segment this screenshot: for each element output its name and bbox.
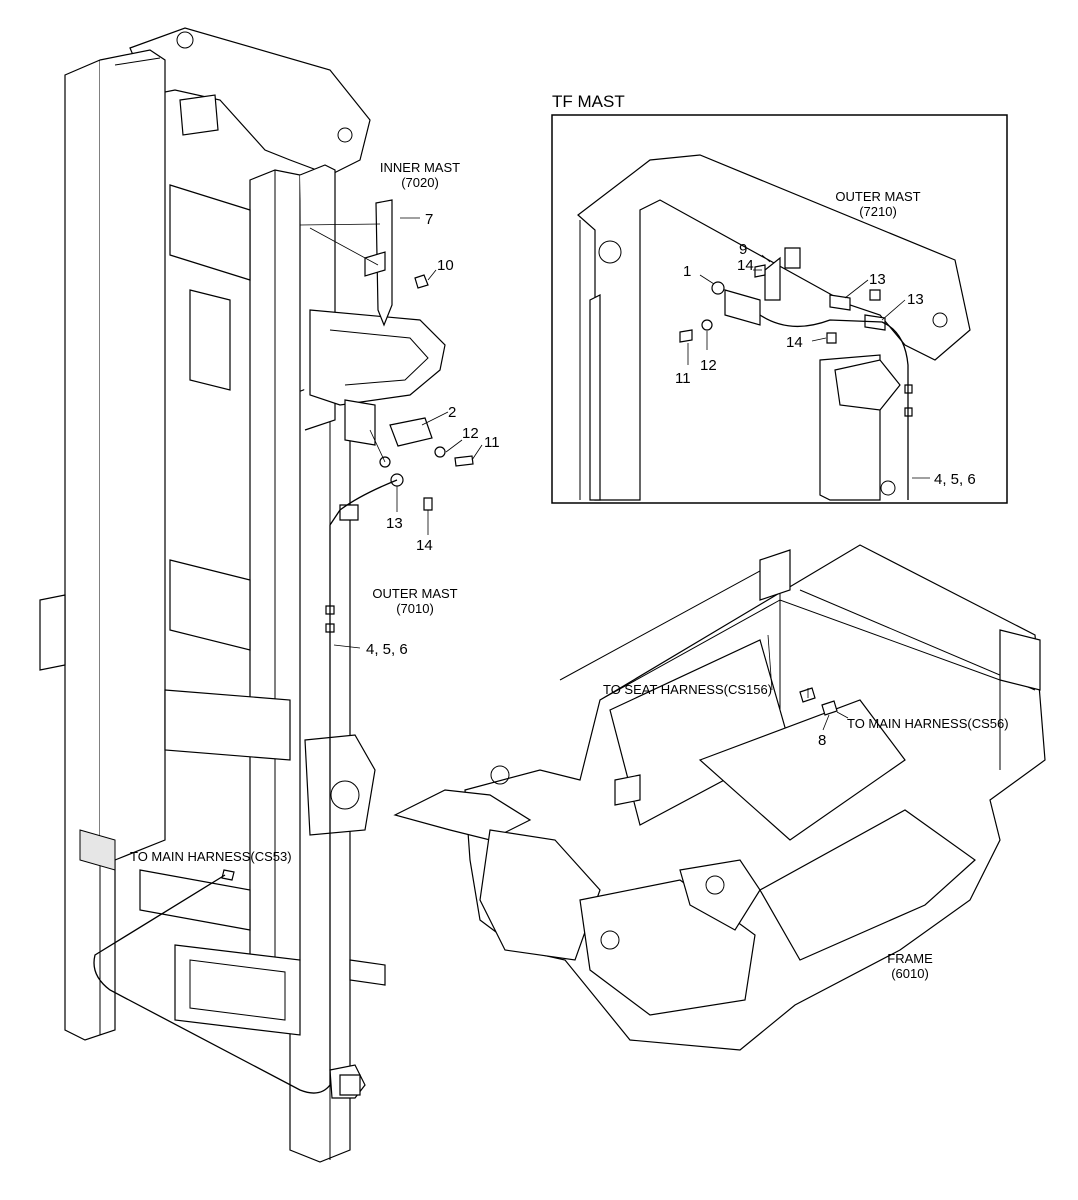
inset-callout-4-5-6: 4, 5, 6 bbox=[934, 471, 976, 488]
callout-12: 12 bbox=[462, 425, 479, 442]
to-main-harness-cs53-label: TO MAIN HARNESS(CS53) bbox=[130, 849, 292, 864]
callout-13: 13 bbox=[386, 515, 403, 532]
frame-label: FRAME bbox=[887, 951, 933, 966]
inset-callout-13a: 13 bbox=[869, 271, 886, 288]
inset-callout-1: 1 bbox=[683, 263, 691, 280]
inset-callout-11: 11 bbox=[675, 370, 691, 387]
outer-mast-label: OUTER MAST bbox=[372, 586, 457, 601]
callout-10: 10 bbox=[437, 257, 454, 274]
part-11-screw bbox=[454, 455, 474, 467]
frame-assembly bbox=[393, 544, 1046, 1051]
inset-outer-mast-label: OUTER MAST bbox=[835, 189, 920, 204]
inset-title: TF MAST bbox=[552, 92, 625, 111]
inset-callout-14b: 14 bbox=[786, 334, 803, 351]
part-12-washer bbox=[434, 446, 446, 458]
frame-code: (6010) bbox=[891, 966, 929, 981]
inset-callout-9: 9 bbox=[739, 241, 747, 258]
part-14-screw bbox=[423, 497, 433, 511]
outer-mast-code: (7010) bbox=[396, 601, 434, 616]
mast-harness-wire bbox=[93, 479, 398, 1094]
inner-mast-label: INNER MAST bbox=[380, 160, 460, 175]
part-10-bolt bbox=[414, 274, 429, 289]
callout-4-5-6: 4, 5, 6 bbox=[366, 641, 408, 658]
callout-11: 11 bbox=[484, 434, 500, 451]
main-leader-lines bbox=[299, 217, 483, 649]
callout-7: 7 bbox=[425, 211, 433, 228]
part-2-switch bbox=[389, 417, 433, 447]
inset-callout-13b: 13 bbox=[907, 291, 924, 308]
inset-callout-14a: 14 bbox=[737, 257, 754, 274]
mast-assembly bbox=[39, 27, 446, 1163]
frame-callout-8: 8 bbox=[818, 732, 826, 749]
to-main-harness-cs56-label: TO MAIN HARNESS(CS56) bbox=[847, 716, 1009, 731]
callout-14: 14 bbox=[416, 537, 433, 554]
to-seat-harness-cs156-label: TO SEAT HARNESS(CS156) bbox=[603, 682, 772, 697]
mast-sensor-group bbox=[221, 199, 474, 881]
callout-2: 2 bbox=[448, 404, 456, 421]
tf-mast-inset bbox=[551, 114, 1008, 504]
inner-mast-code: (7020) bbox=[401, 175, 439, 190]
inset-callout-12: 12 bbox=[700, 357, 717, 374]
inset-outer-mast-code: (7210) bbox=[859, 204, 897, 219]
